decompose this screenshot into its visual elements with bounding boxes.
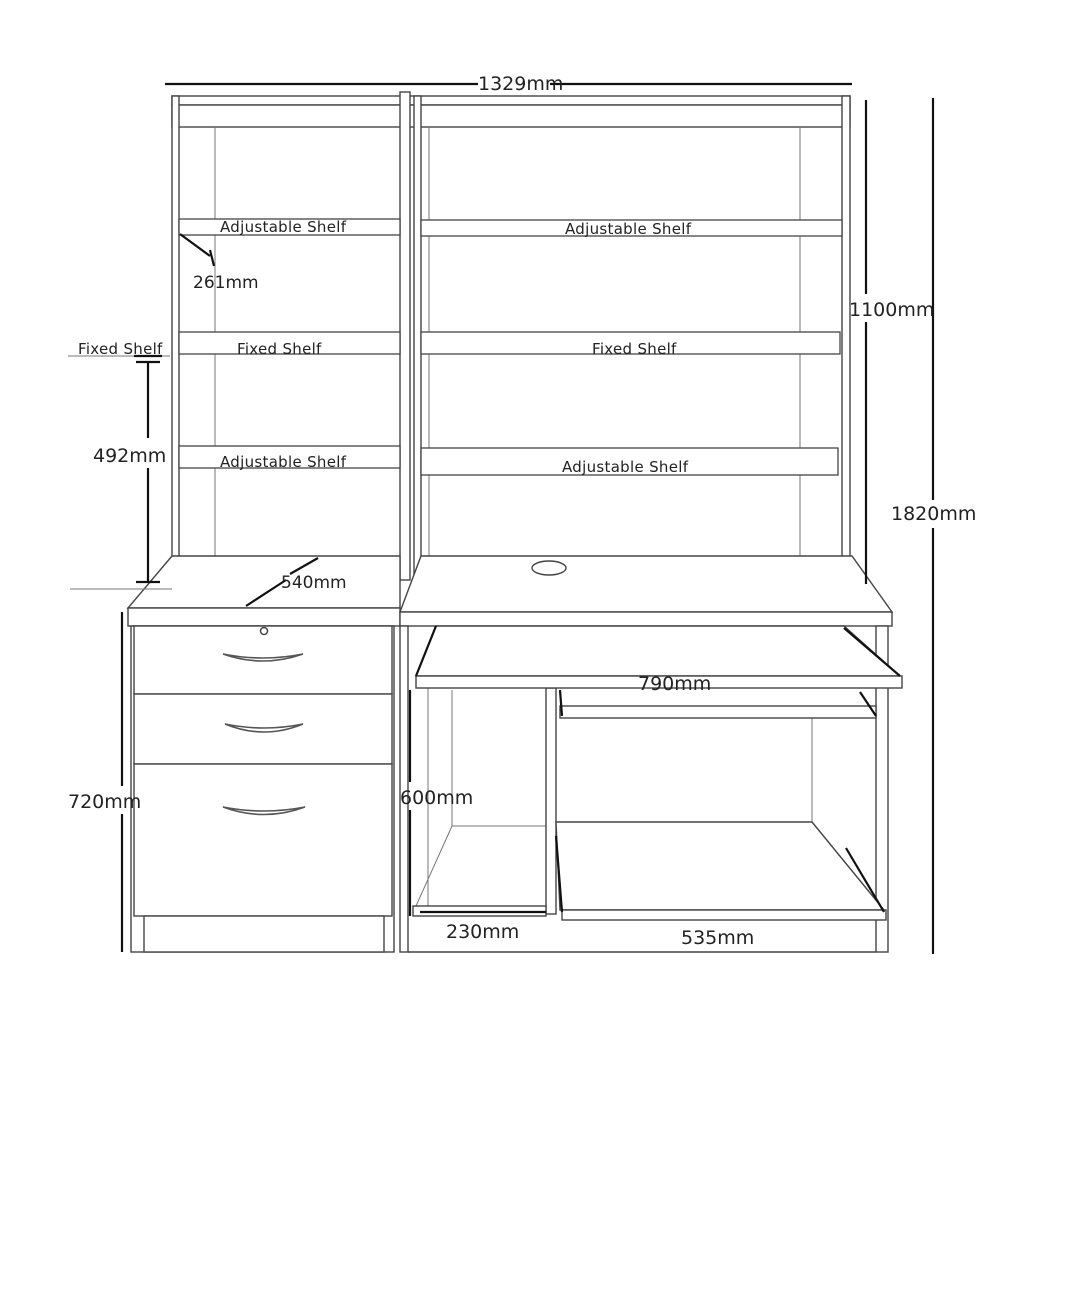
desk-top-left — [126, 555, 401, 627]
label-shelf-gap: 261mm — [193, 273, 259, 293]
pull-out-slide — [558, 689, 877, 719]
label-shelf-spacing: 492mm — [93, 445, 166, 467]
label-overall-width: 1329mm — [478, 73, 563, 95]
keyboard-tray — [414, 625, 903, 689]
lock-icon — [259, 626, 269, 636]
drawer-pedestal — [130, 625, 395, 953]
label-left-fixed: Fixed Shelf — [237, 340, 322, 358]
shelf-left-adjustable-top — [178, 218, 401, 236]
label-left-adjustable-bottom: Adjustable Shelf — [220, 453, 347, 471]
label-overall-height: 1820mm — [891, 503, 976, 525]
label-right-adjustable-top: Adjustable Shelf — [565, 220, 692, 238]
desk-top-right — [398, 555, 894, 627]
label-left-adjustable-top: Adjustable Shelf — [220, 218, 347, 236]
label-right-fixed: Fixed Shelf — [592, 340, 677, 358]
label-desk-height: 720mm — [68, 791, 141, 813]
shelf-right-fixed — [420, 331, 841, 355]
label-shelf-bay-width: 535mm — [681, 927, 754, 949]
cable-grommet — [531, 560, 567, 576]
label-keyboard-width: 790mm — [638, 673, 711, 695]
label-desk-depth: 540mm — [281, 573, 347, 593]
label-side-bay-width: 230mm — [446, 921, 519, 943]
shelf-left-adjustable-bottom — [178, 445, 401, 469]
shelf-right-adjustable-top — [420, 219, 843, 237]
dim-shelf-gap — [179, 233, 216, 267]
shelf-left-fixed — [178, 331, 401, 355]
drawer-handle-3 — [222, 806, 306, 816]
label-right-adjustable-bottom: Adjustable Shelf — [562, 458, 689, 476]
drawer-handle-1 — [222, 653, 304, 662]
dim-desk-depth — [245, 557, 319, 607]
bottom-pull-out-shelf — [554, 821, 887, 921]
drawer-handle-2 — [224, 723, 304, 733]
label-knee-height: 600mm — [400, 787, 473, 809]
dim-shelf-spacing — [68, 354, 172, 590]
label-side-fixed: Fixed Shelf — [78, 340, 163, 358]
label-hutch-height: 1100mm — [849, 299, 934, 321]
shelf-right-adjustable-bottom — [420, 447, 839, 476]
